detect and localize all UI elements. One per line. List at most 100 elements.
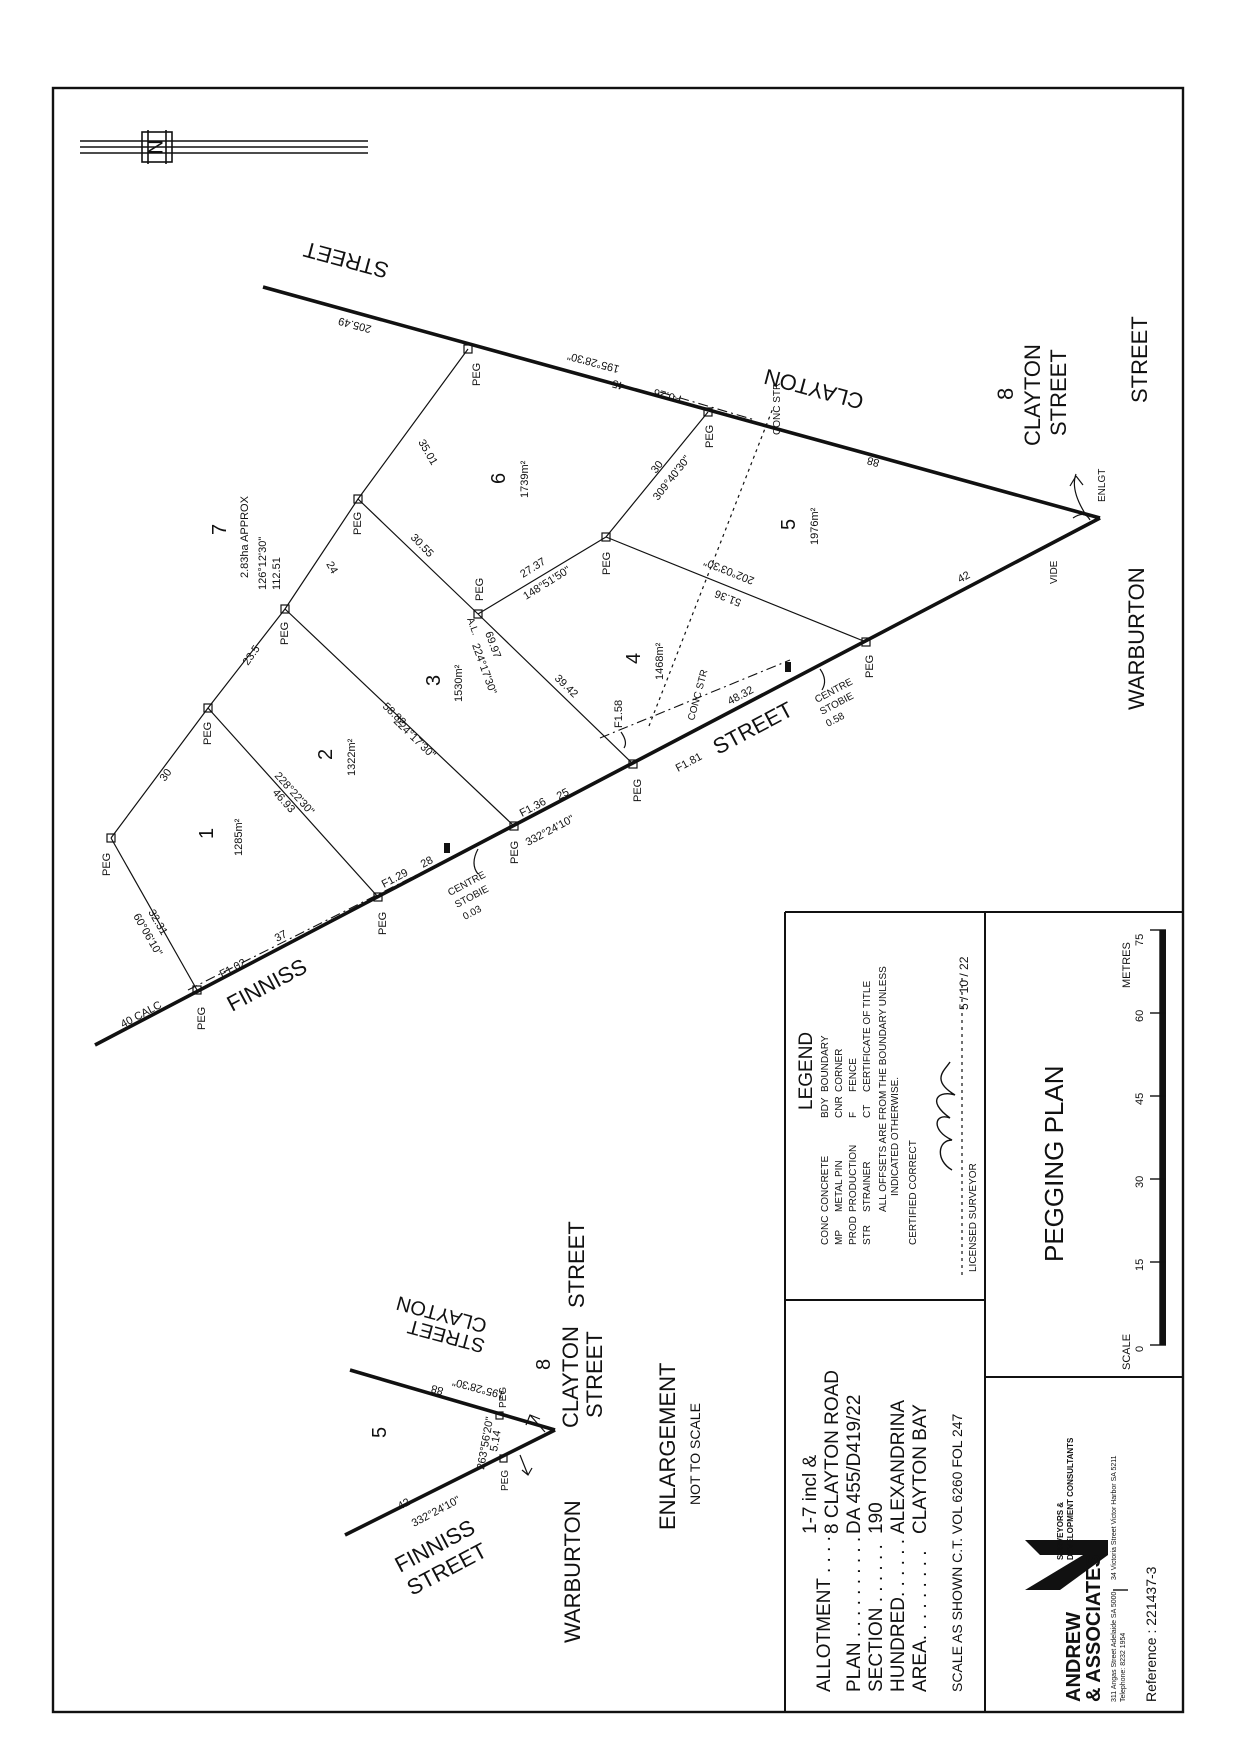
legend-text: FENCE: [848, 1058, 859, 1092]
scale-bar-fill: [1160, 930, 1166, 1345]
company-phone: Telephone: 8232 1954: [1120, 1633, 1127, 1702]
peg-marker: [473, 609, 483, 619]
lot-number: 2: [315, 749, 337, 760]
scale-ct-line: SCALE AS SHOWN C.T. VOL 6260 FOL 247: [949, 1413, 965, 1692]
peg-label: PEG: [196, 1007, 208, 1030]
lot-number: 1: [196, 828, 218, 839]
plan-label: PLAN . . . . . . . . . .: [844, 1537, 865, 1692]
company-tagline: SURVEYORS &: [1056, 1502, 1065, 1560]
clayton-fence: [659, 391, 756, 421]
warburton-label: WARBURTON: [1124, 567, 1149, 710]
lot7-boundary: [110, 348, 469, 839]
enlargement-detail: 5 8 88 195°28'30" 42 332°24'10" 263°56'2…: [344, 1221, 703, 1643]
legend-abbr: STR: [862, 1225, 873, 1245]
dimension-label: 27.37: [518, 556, 548, 581]
peg-label: PEG: [704, 425, 716, 448]
peg-label: PEG: [279, 622, 291, 645]
clayton-street-right-label-1: CLAYTON: [1020, 344, 1045, 446]
peg-marker: [463, 344, 473, 354]
clayton-street-boundary: [262, 285, 1101, 520]
section-value: 190: [866, 1502, 887, 1534]
peg-label: PEG: [352, 512, 364, 535]
fence-offset-label: F1.02: [218, 957, 248, 981]
scale-bar: 0 15 30 45 60 75 SCALE METRES: [1121, 929, 1166, 1370]
lot-number: 8: [993, 388, 1018, 400]
legend-abbr: MP: [834, 1230, 845, 1245]
legend-title: LEGEND: [796, 1032, 817, 1110]
dimension-label: 45: [611, 377, 626, 392]
scale-tick-label: 45: [1134, 1093, 1146, 1105]
offsets-note: INDICATED OTHERWISE.: [890, 1077, 901, 1196]
al-label: A.L.: [464, 616, 480, 636]
enlargement-street-label: STREET: [564, 1221, 589, 1308]
lot-area: 1976m²: [809, 507, 821, 545]
peg-label: PEG: [474, 578, 486, 601]
lot4-6-line: [477, 536, 607, 615]
legend-text: STRAINER: [862, 1161, 873, 1212]
legend-panel: LEGEND CONC CONCRETE BDY BOUNDARY MP MET…: [796, 956, 979, 1275]
dimension-label: 30: [158, 767, 175, 784]
offsets-note: ALL OFFSETS ARE FROM THE BOUNDARY UNLESS: [878, 966, 889, 1212]
north-label: N: [145, 140, 167, 154]
peg-label: PEG: [509, 841, 521, 864]
bearing-label: 126°12'30": [257, 537, 269, 590]
lot-area: 1739m²: [519, 460, 531, 498]
lot-number: 6: [488, 473, 510, 484]
peg-label: PEG: [498, 1387, 509, 1408]
peg-label: PEG: [101, 853, 113, 876]
legend-text: CORNER: [834, 1049, 845, 1092]
clayton-street-top-label: STREET: [301, 237, 391, 284]
fence-offset-label: F0.26: [652, 386, 682, 405]
plan-title: PEGGING PLAN: [1039, 1066, 1069, 1263]
dimension-label: 39.42: [552, 673, 580, 701]
conc-str-label: CONC STR: [686, 668, 710, 721]
peg-marker: [628, 759, 638, 769]
details-panel: ALLOTMENT . . . . 1-7 incl & 8 CLAYTON R…: [800, 1370, 965, 1692]
lot3-4-line: [477, 613, 634, 765]
enlargement-lot-number: 5: [369, 1427, 391, 1438]
north-arrow: N: [80, 130, 368, 164]
finniss-fence: [187, 822, 521, 991]
peg-label: PEG: [202, 722, 214, 745]
surveyor-label: LICENSED SURVEYOR: [968, 1163, 979, 1272]
peg-marker: [203, 703, 213, 713]
peg-label: PEG: [471, 363, 483, 386]
boundary-lines: [94, 285, 1101, 1047]
scale-tick-label: 15: [1134, 1259, 1146, 1271]
enlargement-warburton-label: WARBURTON: [560, 1500, 585, 1643]
scale-tick-label: 75: [1134, 934, 1146, 946]
enlargement-subtitle: NOT TO SCALE: [687, 1403, 703, 1505]
enlgt-arc: [1072, 513, 1091, 521]
lot-number: 5: [778, 519, 800, 530]
peg-marker: [495, 1411, 504, 1420]
scale-tick-label: 0: [1134, 1346, 1146, 1352]
lot-number: 4: [623, 653, 645, 664]
lot5-6-line: [605, 411, 709, 538]
allotment-label: ALLOTMENT . . . .: [814, 1536, 835, 1692]
finniss-fence-east: [599, 659, 791, 739]
stobie-leader: [819, 668, 826, 691]
dimension-label: 40 CALC: [119, 999, 164, 1031]
legend-abbr: CT: [862, 1105, 873, 1118]
legend-text: BOUNDARY: [820, 1035, 831, 1092]
dimension-label: 24: [323, 560, 340, 577]
finniss-street-boundary: [94, 516, 1101, 1047]
fence-offset-label: F1.58: [613, 700, 625, 728]
legend-text: CERTIFICATE OF TITLE: [862, 981, 873, 1092]
peg-marker: [373, 892, 383, 902]
peg-markers: [106, 344, 871, 995]
enlargement-lot-number: 8: [533, 1359, 555, 1370]
scale-tick-label: 30: [1134, 1176, 1146, 1188]
lot1-west-line: [110, 837, 198, 991]
peg-marker: [353, 494, 363, 504]
dimension-label: 28: [419, 854, 435, 870]
dimension-label: 30: [649, 459, 666, 476]
peg-marker: [703, 407, 713, 417]
lot3-6-line: [357, 498, 479, 615]
allotment-value: 8 CLAYTON ROAD: [822, 1370, 843, 1534]
bearing-label: 332°24'10": [524, 813, 577, 849]
company-block: ANDREW & ASSOCIATES SURVEYORS & DEVELOPM…: [1025, 1437, 1159, 1702]
surveyor-signature: [936, 1061, 956, 1171]
company-address: 34 Victoria Street Victor Harbor SA 5211: [1111, 1455, 1118, 1580]
